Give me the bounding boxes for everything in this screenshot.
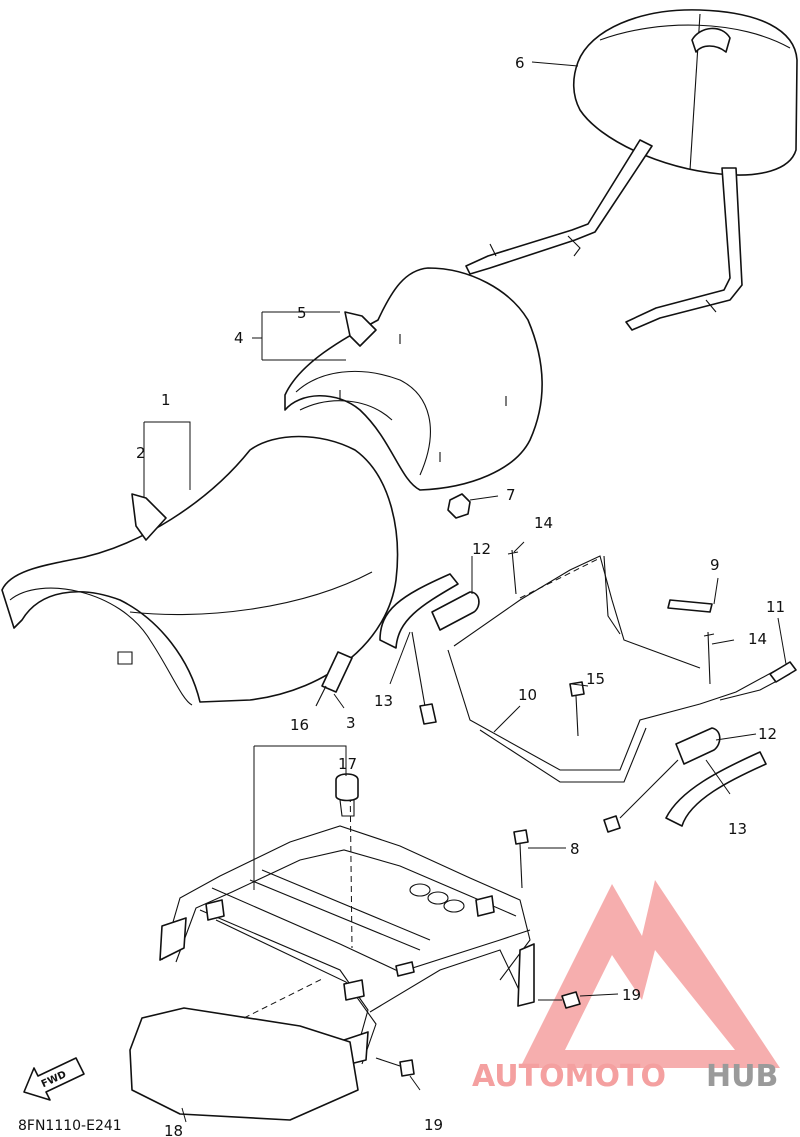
storage-mat <box>129 1007 359 1121</box>
passenger-seat-patch <box>344 311 377 347</box>
watermark-brand-part1: AUTOMOTO <box>472 1059 666 1094</box>
label-plate <box>667 599 713 613</box>
callout-1: 1 <box>161 391 171 409</box>
callout-11: 11 <box>766 598 785 616</box>
callout-18: 18 <box>164 1122 183 1137</box>
callout-16: 16 <box>290 716 309 734</box>
backrest-stay-right <box>625 167 743 331</box>
backrest-stay-left <box>465 139 653 275</box>
callout-labels: 1 2 3 4 5 6 7 8 9 10 11 12 12 13 13 14 1… <box>136 54 785 1137</box>
watermark-triangle <box>520 880 780 1068</box>
callout-12a: 12 <box>472 540 491 558</box>
cushion-tube-right <box>675 727 721 765</box>
callout-17: 17 <box>338 755 357 773</box>
callout-13a: 13 <box>374 692 393 710</box>
callout-3: 3 <box>346 714 356 732</box>
fwd-arrow-icon: FWD <box>23 1057 85 1101</box>
callout-15: 15 <box>586 670 605 688</box>
damper-cushion-left <box>379 573 459 649</box>
passenger-seat-assembly <box>284 267 543 491</box>
callout-8: 8 <box>570 840 580 858</box>
callout-4: 4 <box>234 329 244 347</box>
frame-tube <box>447 649 781 771</box>
diagram-code: 8FN1110-E241 <box>18 1118 122 1134</box>
watermark-brand-part2: HUB <box>706 1059 778 1094</box>
backrest-assembly <box>465 9 798 331</box>
callout-12b: 12 <box>758 725 777 743</box>
callout-14b: 14 <box>748 630 767 648</box>
flange-bolts <box>375 991 581 1077</box>
rider-seat <box>1 435 399 703</box>
seat-base-frame <box>159 775 535 1067</box>
callout-5: 5 <box>297 304 307 322</box>
callout-7: 7 <box>506 486 516 504</box>
callout-13b: 13 <box>728 820 747 838</box>
cushion-tube-left <box>431 591 480 631</box>
rubber-damper <box>335 773 359 817</box>
callout-2: 2 <box>136 444 146 462</box>
callout-9: 9 <box>710 556 720 574</box>
callout-19a: 19 <box>622 986 641 1004</box>
callout-10: 10 <box>518 686 537 704</box>
passenger-seat <box>284 267 543 491</box>
backrest-pad <box>572 9 798 176</box>
callout-19b: 19 <box>424 1116 443 1134</box>
damper-cushion-right <box>665 751 767 827</box>
cushion-pads <box>379 573 767 833</box>
callout-14a: 14 <box>534 514 553 532</box>
callout-6: 6 <box>515 54 525 72</box>
watermark-logo <box>520 880 780 1068</box>
upper-seat-frame <box>447 555 797 783</box>
nut <box>447 493 471 519</box>
leader-lines <box>143 61 787 1123</box>
watermark-text: AUTOMOTO HUB <box>472 1059 778 1094</box>
seat-damper <box>315 651 353 707</box>
